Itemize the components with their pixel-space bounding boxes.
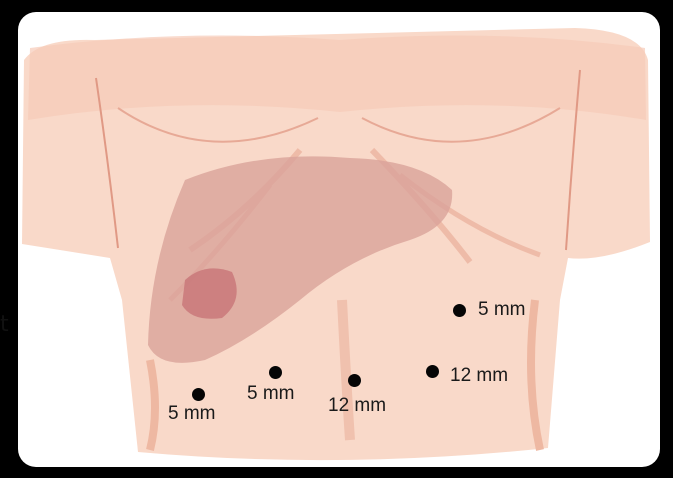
port-dot-left-lateral — [192, 388, 205, 401]
port-dot-umbilical — [348, 374, 361, 387]
port-label-umbilical: 5 mm — [247, 384, 295, 403]
port-dot-left-mid — [269, 366, 282, 379]
port-label-left-mid: 12 mm — [328, 396, 386, 415]
port-dot-right-upper — [453, 304, 466, 317]
port-label-right-upper: 5 mm — [478, 300, 526, 319]
liver-lesion — [182, 268, 237, 318]
port-dot-right-lower — [426, 365, 439, 378]
port-label-right-lower: 12 mm — [450, 366, 508, 385]
chest-shading — [28, 36, 646, 121]
port-label-left-lateral: 5 mm — [168, 404, 216, 423]
clipped-text-fragment: t — [0, 314, 9, 336]
